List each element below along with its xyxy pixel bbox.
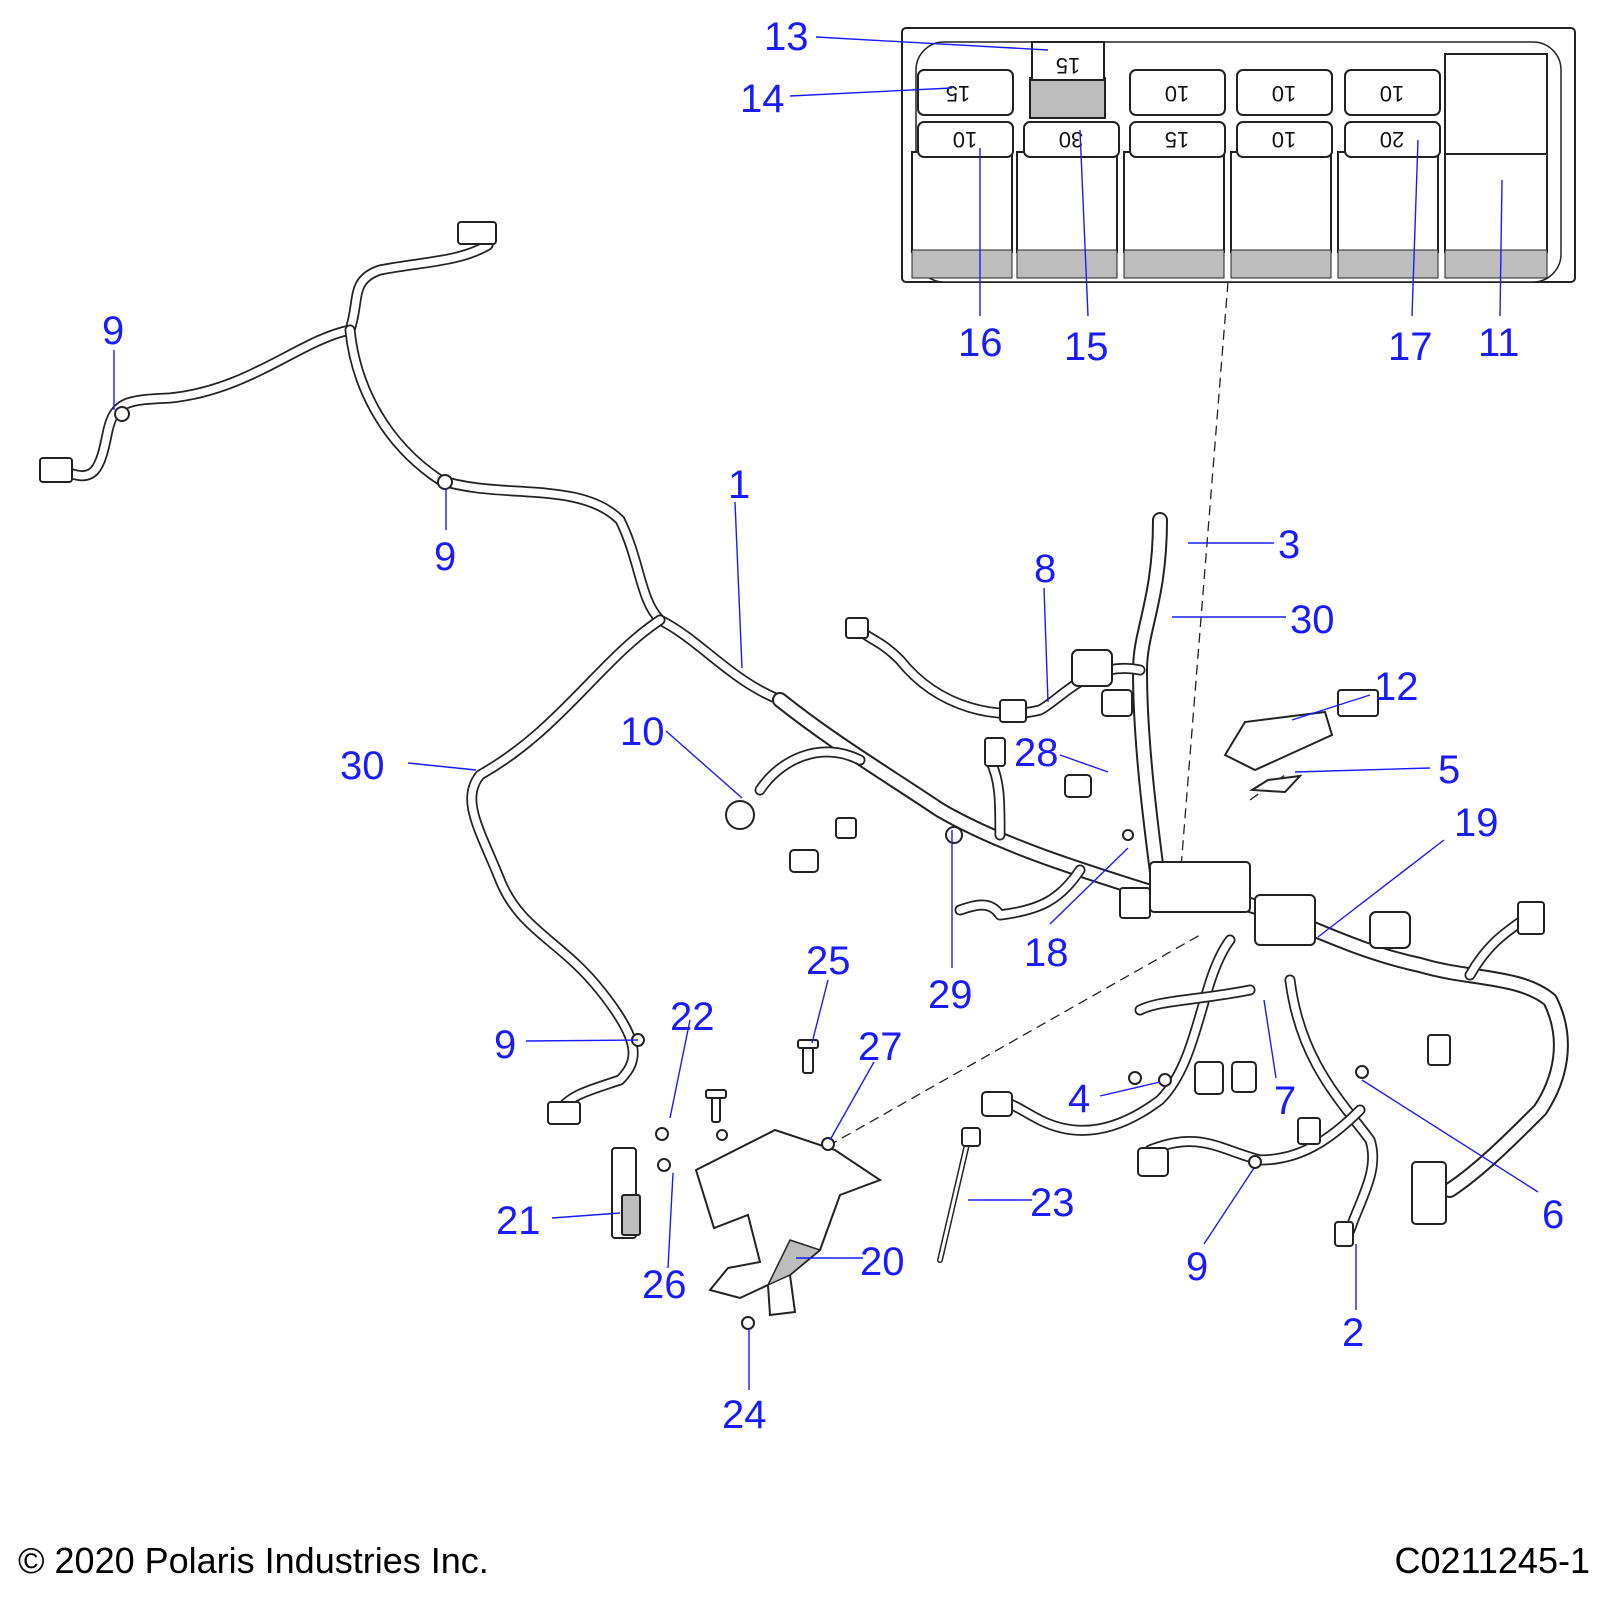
- fuse-rating-top-1: 15: [1056, 53, 1080, 78]
- fuse-box-cover: [1223, 710, 1334, 772]
- callout-15: 15: [1064, 325, 1109, 369]
- callout-27: 27: [858, 1025, 903, 1069]
- callout-labels: 13 14 16 15 17 11 9 9 1 3 8 30 12 10 28 …: [102, 15, 1564, 1437]
- callout-2: 2: [1342, 1311, 1364, 1355]
- fuse-rating-bottom-1: 10: [953, 127, 977, 152]
- callout-5: 5: [1438, 748, 1460, 792]
- callout-30: 30: [1290, 598, 1335, 642]
- main-harness: [56, 239, 1569, 1236]
- callout-11: 11: [1478, 321, 1520, 365]
- callout-1: 1: [728, 463, 750, 507]
- callout-17: 17: [1388, 325, 1433, 369]
- leader-lines: [113, 36, 1539, 1390]
- fuse-rating-bottom-4: 10: [1272, 127, 1296, 152]
- callout-29: 29: [928, 973, 973, 1017]
- callout-9: 9: [494, 1023, 516, 1067]
- callout-8: 8: [1034, 547, 1056, 591]
- callout-18: 18: [1024, 931, 1069, 975]
- callout-9: 9: [1186, 1245, 1208, 1289]
- callout-7: 7: [1274, 1079, 1296, 1123]
- callout-12: 12: [1374, 665, 1419, 709]
- callout-24: 24: [722, 1393, 767, 1437]
- projection-line-fusebox: [1179, 281, 1229, 881]
- callout-6: 6: [1542, 1193, 1564, 1237]
- callout-20: 20: [860, 1240, 905, 1284]
- callout-9: 9: [434, 535, 456, 579]
- fuse-rating-top-2: 15: [946, 81, 970, 106]
- fuse-rating-top-5: 10: [1380, 81, 1404, 106]
- fuse-rating-top-4: 10: [1272, 81, 1296, 106]
- callout-13: 13: [764, 15, 809, 59]
- fuse-rating-bottom-2: 30: [1059, 127, 1083, 152]
- harness-bracket: [694, 1128, 883, 1317]
- callout-19: 19: [1454, 801, 1499, 845]
- callout-23: 23: [1030, 1181, 1075, 1225]
- callout-30: 30: [340, 744, 385, 788]
- callout-26: 26: [642, 1263, 687, 1307]
- fuse-box-inset: 15 15 10 10 10 10 30 15 10 20: [901, 27, 1576, 283]
- fuse-rating-top-3: 10: [1165, 81, 1189, 106]
- callout-10: 10: [620, 710, 665, 754]
- cable-tie-inner: [938, 1138, 970, 1262]
- callout-14: 14: [740, 77, 785, 121]
- fuse-rating-bottom-3: 15: [1165, 127, 1189, 152]
- callout-25: 25: [806, 939, 851, 983]
- projection-line-bracket: [827, 934, 1201, 1147]
- callout-9: 9: [102, 309, 124, 353]
- callout-16: 16: [958, 321, 1003, 365]
- callout-21: 21: [496, 1199, 541, 1243]
- components: [39, 221, 1545, 1330]
- callout-3: 3: [1278, 523, 1300, 567]
- bracket-shade: [766, 1239, 822, 1287]
- drawing-number: C0211245-1: [1394, 1540, 1591, 1581]
- callout-28: 28: [1014, 731, 1059, 775]
- callout-4: 4: [1068, 1077, 1090, 1121]
- fuse-label-sticker: [1248, 774, 1303, 794]
- copyright-notice: © 2020 Polaris Industries Inc.: [18, 1540, 489, 1581]
- callout-22: 22: [670, 995, 715, 1039]
- fuse-rating-bottom-5: 20: [1380, 127, 1404, 152]
